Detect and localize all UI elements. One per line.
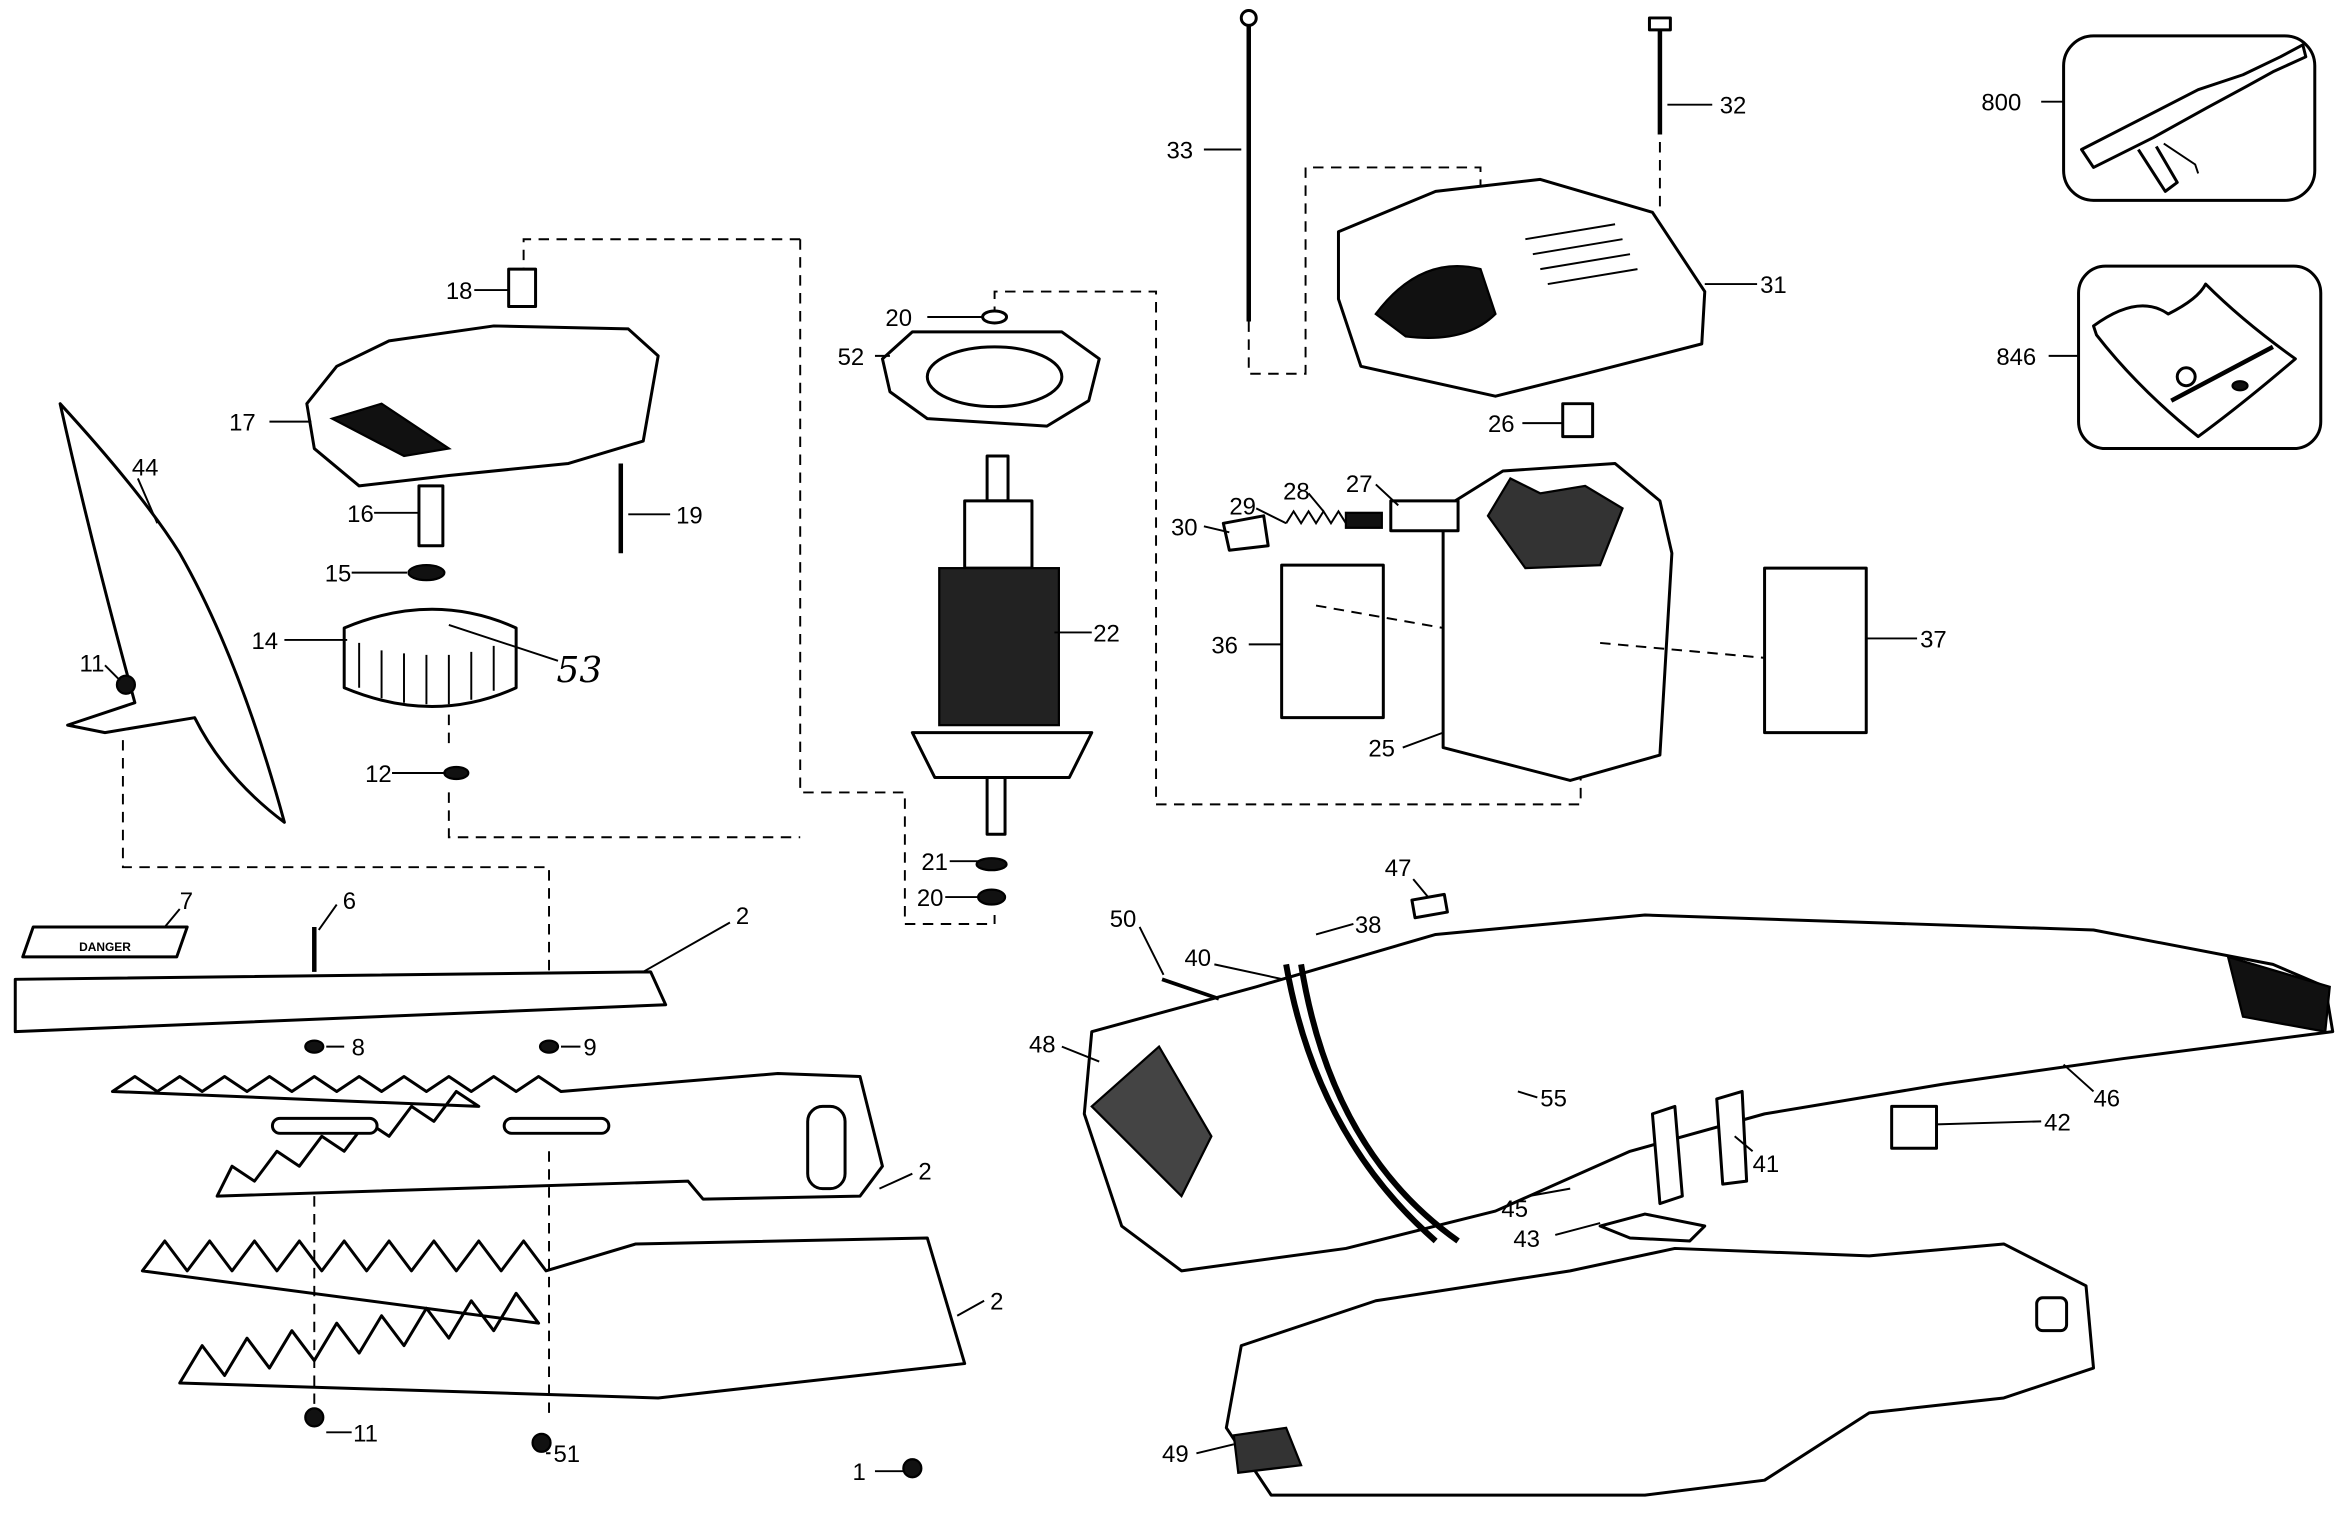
label-52: 52 bbox=[838, 344, 865, 371]
leader-lines bbox=[104, 100, 2095, 1473]
label-25: 25 bbox=[1368, 736, 1395, 763]
part-11-nut bbox=[115, 674, 136, 695]
label-846: 846 bbox=[1996, 344, 2036, 371]
label-21: 21 bbox=[921, 849, 948, 876]
label-40: 40 bbox=[1184, 945, 1211, 972]
part-46-handle-housing bbox=[1082, 913, 2335, 1273]
label-30: 30 bbox=[1171, 514, 1198, 541]
label-51: 51 bbox=[554, 1441, 581, 1468]
label-29: 29 bbox=[1229, 493, 1256, 520]
part-25-field-housing bbox=[1441, 461, 1674, 782]
label-20: 20 bbox=[885, 305, 912, 332]
label-7: 7 bbox=[180, 888, 193, 915]
label-53: 53 bbox=[557, 650, 603, 691]
label-55: 55 bbox=[1540, 1085, 1567, 1112]
label-16: 16 bbox=[347, 501, 374, 528]
part-2-blade-bar bbox=[13, 970, 668, 1034]
part-labels: 800 846 33 32 31 20 52 18 17 16 19 15 14… bbox=[80, 90, 2121, 1487]
part-22-armature bbox=[910, 454, 1094, 836]
label-32: 32 bbox=[1720, 93, 1747, 120]
part-26-bushing bbox=[1561, 402, 1595, 439]
label-50: 50 bbox=[1110, 906, 1137, 933]
part-31-housing-cover bbox=[1336, 177, 1707, 398]
label-6: 6 bbox=[343, 888, 356, 915]
label-42: 42 bbox=[2044, 1109, 2071, 1136]
part-50-screw bbox=[1161, 977, 1220, 1001]
label-33: 33 bbox=[1167, 137, 1194, 164]
label-11-lower: 11 bbox=[353, 1420, 378, 1447]
svg-text:DANGER: DANGER bbox=[79, 940, 131, 954]
part-800-glue-gun bbox=[2062, 34, 2317, 202]
label-31: 31 bbox=[1760, 272, 1787, 299]
part-44-guard bbox=[58, 402, 286, 824]
label-800: 800 bbox=[1981, 90, 2021, 117]
part-28-brush bbox=[1344, 511, 1383, 529]
label-12: 12 bbox=[365, 761, 392, 788]
part-29-spring bbox=[1285, 509, 1347, 526]
label-19: 19 bbox=[676, 502, 703, 529]
label-8: 8 bbox=[352, 1035, 365, 1062]
label-18: 18 bbox=[446, 278, 473, 305]
label-44: 44 bbox=[132, 454, 159, 481]
part-41-capacitor bbox=[1715, 1089, 1749, 1186]
label-27: 27 bbox=[1346, 471, 1373, 498]
label-45: 45 bbox=[1501, 1196, 1528, 1223]
part-21-washer bbox=[975, 857, 1008, 872]
part-42-plug bbox=[1890, 1104, 1939, 1150]
part-37-label bbox=[1763, 566, 1868, 735]
part-16-pin bbox=[417, 484, 445, 548]
label-46: 46 bbox=[2094, 1085, 2121, 1112]
label-37: 37 bbox=[1920, 626, 1947, 653]
label-17: 17 bbox=[229, 410, 256, 437]
label-14: 14 bbox=[251, 628, 278, 655]
label-2-bar: 2 bbox=[736, 903, 749, 930]
part-49-rear-handle bbox=[1224, 1242, 2095, 1497]
label-2-lower-blade: 2 bbox=[990, 1289, 1003, 1316]
label-15: 15 bbox=[325, 561, 352, 588]
label-41: 41 bbox=[1753, 1151, 1780, 1178]
label-20-lower: 20 bbox=[917, 885, 944, 912]
part-11-nut-lower bbox=[304, 1407, 325, 1428]
part-27-brush-holder bbox=[1389, 499, 1460, 533]
label-49: 49 bbox=[1162, 1441, 1189, 1468]
label-26: 26 bbox=[1488, 411, 1515, 438]
part-20-washer bbox=[981, 309, 1009, 325]
part-20-bearing bbox=[977, 888, 1007, 906]
part-7-danger-label bbox=[21, 925, 189, 959]
part-846-hardware-bag bbox=[2077, 264, 2323, 451]
part-18-bushing bbox=[507, 267, 538, 308]
part-17-gear-case bbox=[305, 324, 660, 488]
part-43-switch bbox=[1650, 1104, 1684, 1206]
part-15-washer bbox=[407, 564, 446, 582]
label-1: 1 bbox=[853, 1459, 866, 1486]
label-2-upper-blade: 2 bbox=[918, 1159, 931, 1186]
label-43: 43 bbox=[1513, 1226, 1540, 1253]
part-36-label bbox=[1280, 563, 1385, 720]
label-28: 28 bbox=[1283, 478, 1310, 505]
label-47: 47 bbox=[1385, 855, 1412, 882]
label-9: 9 bbox=[583, 1035, 596, 1062]
part-2-lower-blade bbox=[140, 1236, 967, 1400]
part-47-label bbox=[1410, 892, 1449, 920]
label-38: 38 bbox=[1355, 912, 1382, 939]
part-2-upper-blade bbox=[110, 1072, 884, 1201]
part-14-gear bbox=[342, 607, 518, 708]
label-48: 48 bbox=[1029, 1032, 1056, 1059]
part-51-screw bbox=[531, 1432, 552, 1453]
label-22: 22 bbox=[1093, 620, 1120, 647]
label-36: 36 bbox=[1211, 632, 1238, 659]
part-12-washer bbox=[443, 765, 470, 781]
label-11: 11 bbox=[80, 650, 105, 677]
part-1-screw bbox=[902, 1458, 923, 1479]
part-30-terminal bbox=[1221, 514, 1270, 552]
